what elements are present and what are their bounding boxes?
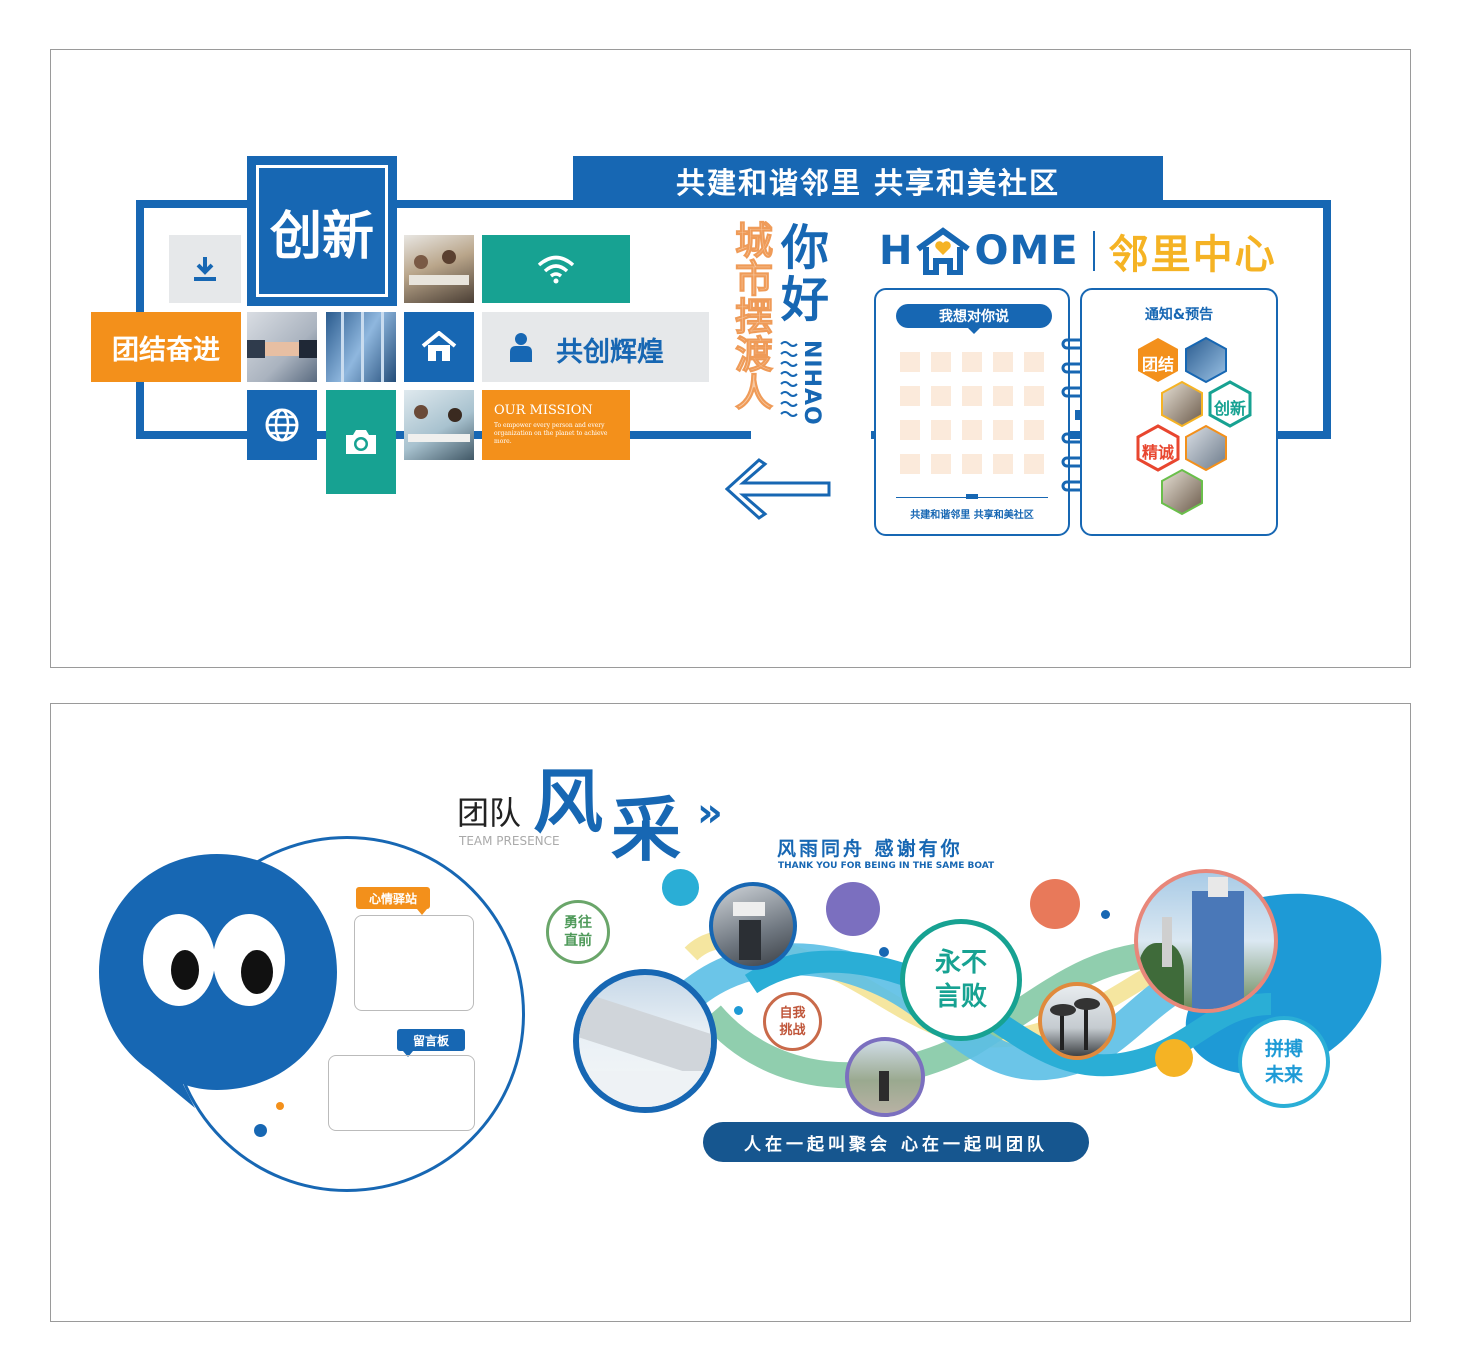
- street-walk-photo: [845, 1037, 925, 1117]
- meeting-photo-1: [404, 235, 474, 303]
- brave-line-1: 勇往: [564, 915, 592, 931]
- create-text: 共创辉煌: [556, 337, 664, 368]
- hello-text: 你好: [781, 220, 830, 328]
- building-photo: [326, 312, 396, 382]
- purple-dot: [826, 882, 880, 936]
- small-blue-dot-1: [734, 1006, 743, 1015]
- innovation-block: 创新: [247, 156, 397, 306]
- arrow-left-icon: [725, 458, 831, 520]
- hex-innovation-text: 创新: [1214, 399, 1247, 418]
- brave-circle: 勇往 直前: [546, 900, 610, 964]
- bottom-design-panel: 团队 风 采 » TEAM PRESENCE 心情驿站 留言板 风雨同舟 感谢有…: [50, 703, 1411, 1322]
- never-line-1: 永不: [934, 948, 987, 978]
- self-line-2: 挑战: [779, 1022, 806, 1038]
- wifi-tile: [482, 235, 630, 303]
- small-blue-dot-3: [1101, 910, 1110, 919]
- church-photo: [1134, 869, 1278, 1013]
- message-board-left: 我想对你说 共建和谐邻里 共享和美社区: [874, 288, 1070, 536]
- wifi-icon: [537, 255, 575, 284]
- mood-label-text: 心情驿站: [368, 891, 417, 906]
- message-box: [328, 1055, 475, 1131]
- never-give-up-circle: 永不 言败: [900, 919, 1022, 1041]
- center-name: 邻里中心: [1108, 232, 1277, 278]
- create-block: 共创辉煌: [482, 312, 709, 382]
- palm-trees-photo: [1038, 982, 1116, 1060]
- camera-icon: [346, 430, 376, 454]
- divider: [1092, 231, 1095, 271]
- blue-dot: [254, 1124, 267, 1137]
- face-bubble: [99, 854, 337, 1108]
- camera-tile: [326, 390, 396, 494]
- unity-block: 团结奋进: [91, 312, 241, 382]
- mood-box: [354, 915, 474, 1011]
- mission-block: OUR MISSION To empower every person and …: [482, 390, 630, 460]
- home-tile: [404, 312, 474, 382]
- hex-sincere-text: 精诚: [1142, 443, 1175, 462]
- house-heart-icon: [916, 227, 971, 275]
- slogan-text: 人在一起叫聚会 心在一起叫团队: [744, 1134, 1048, 1155]
- style-char-1: 风: [533, 761, 603, 843]
- home-h: H: [879, 228, 913, 274]
- board-left-footer: 共建和谐邻里 共享和美社区: [910, 510, 1034, 521]
- wave-decoration: [780, 341, 798, 417]
- salmon-dot: [1030, 879, 1080, 929]
- mission-title: OUR MISSION: [494, 403, 593, 418]
- mood-label: 心情驿站: [356, 887, 430, 909]
- city-ferryman-text: 城市摆渡人: [735, 219, 774, 415]
- board-left-title-text: 我想对你说: [939, 309, 1009, 325]
- strive-circle: 拼搏 未来: [1238, 1016, 1330, 1108]
- message-label: 留言板: [397, 1029, 465, 1051]
- slogan-bar: 人在一起叫聚会 心在一起叫团队: [703, 1122, 1089, 1162]
- nihao-text: NIHAO: [799, 340, 824, 426]
- top-banner: 共建和谐邻里 共享和美社区: [573, 156, 1163, 206]
- meeting-photo-2: [404, 390, 474, 460]
- board-left-title: 我想对你说: [896, 304, 1052, 328]
- handshake-photo: [247, 312, 317, 382]
- banner-text: 共建和谐邻里 共享和美社区: [675, 166, 1061, 200]
- city-street-photo: [709, 882, 797, 970]
- globe-icon: [265, 408, 299, 442]
- notice-board-right: 通知&预告 团结 创新 精诚: [1080, 288, 1278, 536]
- small-blue-dot-2: [879, 947, 889, 957]
- hex-unity-text: 团结: [1142, 355, 1175, 374]
- top-design-panel: 共建和谐邻里 共享和美社区 创新 团结奋进: [50, 49, 1411, 668]
- download-icon: [194, 257, 216, 281]
- unity-text: 团结奋进: [112, 334, 220, 366]
- strive-line-2: 未来: [1264, 1064, 1303, 1086]
- person-icon: [510, 333, 532, 362]
- never-line-2: 言败: [934, 982, 987, 1012]
- orange-dot: [276, 1102, 284, 1110]
- self-line-1: 自我: [779, 1005, 806, 1021]
- team-text: 团队: [457, 794, 522, 832]
- team-presence-text: TEAM PRESENCE: [459, 834, 560, 848]
- board-right-title: 通知&预告: [1144, 307, 1214, 323]
- self-challenge-circle: 自我 挑战: [763, 992, 822, 1051]
- motto-en: THANK YOU FOR BEING IN THE SAME BOAT: [778, 861, 995, 871]
- download-tile: [169, 235, 241, 303]
- cyan-dot: [662, 869, 699, 906]
- innovation-text: 创新: [269, 206, 374, 267]
- home-icon: [421, 331, 457, 361]
- chevrons: »: [697, 790, 723, 836]
- yellow-dot: [1155, 1039, 1193, 1077]
- hexagon-cluster: [1136, 336, 1252, 516]
- strive-line-1: 拼搏: [1264, 1038, 1303, 1060]
- home-rest: OME: [974, 228, 1079, 274]
- motto-cn: 风雨同舟 感谢有你: [777, 838, 963, 860]
- mission-text: To empower every person and every organi…: [494, 422, 608, 445]
- brave-line-2: 直前: [564, 933, 592, 949]
- home-logo: H OME 邻里中心: [879, 226, 1277, 278]
- globe-tile: [247, 390, 317, 460]
- style-char-2: 采: [611, 789, 681, 871]
- sticky-grid: [900, 352, 1050, 478]
- airplane-wing-photo: [573, 969, 717, 1113]
- message-label-text: 留言板: [412, 1033, 449, 1048]
